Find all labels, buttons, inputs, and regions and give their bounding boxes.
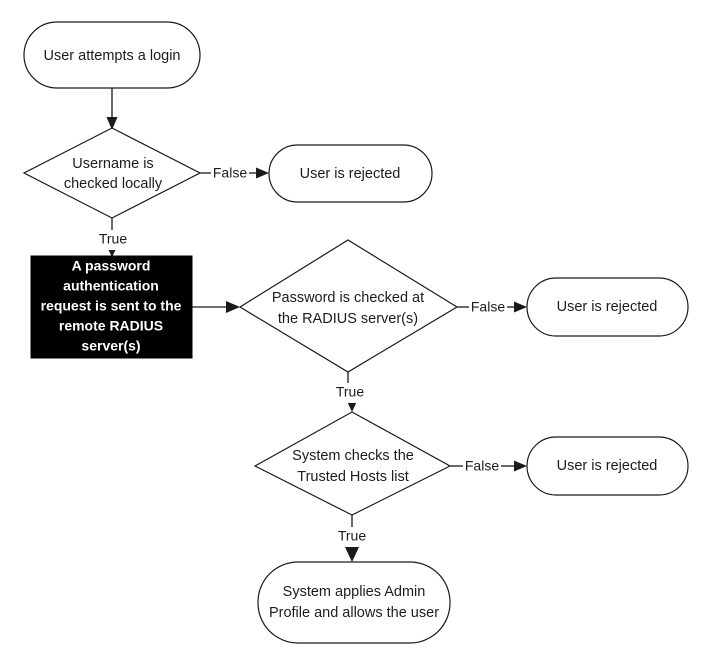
edge-trusted-hosts-check-false [450, 460, 527, 472]
edge-username-check-true [107, 218, 117, 257]
edge-label-false-3: False [465, 458, 499, 474]
edge-label-username-check-false: False [211, 164, 249, 183]
node-rejected-2-label: User is rejected [557, 299, 658, 315]
node-rejected-1[interactable]: User is rejected [268, 144, 433, 203]
node-username-check[interactable]: Username is checked locally [22, 127, 202, 219]
edge-label-true-3: True [338, 528, 366, 544]
node-trusted-hosts-check[interactable]: System checks the Trusted Hosts list [253, 411, 452, 516]
node-rejected-2[interactable]: User is rejected [526, 277, 689, 337]
node-start-label: User attempts a login [43, 48, 180, 64]
node-rejected-3[interactable]: User is rejected [526, 436, 689, 496]
edge-label-false-1: False [213, 165, 247, 181]
node-rejected-1-label: User is rejected [300, 166, 401, 182]
node-password-check[interactable]: Password is checked at the RADIUS server… [238, 239, 459, 373]
node-username-check-label-line1: Username is [72, 156, 153, 172]
edge-label-username-check-true: True [95, 230, 131, 250]
edge-label-false-2: False [471, 299, 505, 315]
node-radius-request-label-line5: server(s) [81, 338, 140, 354]
edge-radius-request-to-password-check [192, 301, 240, 313]
edge-label-trusted-hosts-check-false: False [463, 457, 501, 476]
node-allowed-label-line2: Profile and allows the user [269, 605, 439, 621]
node-start[interactable]: User attempts a login [23, 21, 201, 89]
node-allowed-label-line1: System applies Admin [283, 584, 426, 600]
edge-label-true-2: True [336, 384, 364, 400]
node-password-check-label-line2: the RADIUS server(s) [278, 311, 418, 327]
node-trusted-hosts-check-label-line2: Trusted Hosts list [297, 469, 408, 485]
node-password-check-label-line1: Password is checked at [272, 290, 424, 306]
edge-label-true-1: True [99, 231, 127, 247]
node-radius-request[interactable]: A password authentication request is sen… [30, 255, 193, 359]
node-allowed[interactable]: System applies Admin Profile and allows … [257, 561, 451, 644]
edge-label-trusted-hosts-check-true: True [334, 527, 370, 547]
node-radius-request-label-line1: A password [72, 258, 151, 274]
node-radius-request-label-line4: remote RADIUS [59, 318, 163, 334]
node-username-check-label-line2: checked locally [64, 176, 163, 192]
edge-label-password-check-true: True [332, 383, 368, 403]
edge-label-password-check-false: False [469, 298, 507, 317]
edge-start-to-username-check [106, 88, 118, 130]
node-radius-request-label-line3: request is sent to the [41, 298, 182, 314]
node-radius-request-label-line2: authentication [63, 278, 159, 294]
node-rejected-3-label: User is rejected [557, 458, 658, 474]
node-trusted-hosts-check-label-line1: System checks the [292, 448, 414, 464]
